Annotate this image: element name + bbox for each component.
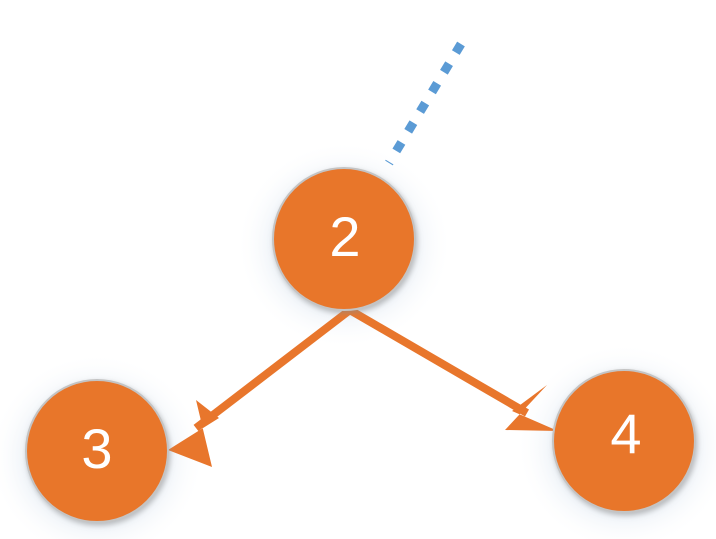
edge-incoming-dashed[interactable]: [385, 41, 465, 166]
node-4[interactable]: 4: [552, 369, 696, 513]
node-3[interactable]: 3: [25, 379, 169, 523]
node-3-circle: [25, 379, 169, 523]
edge-2-to-3[interactable]: [168, 306, 353, 467]
node-2-label: 2: [329, 205, 360, 268]
edge-2-to-3-line: [193, 306, 353, 432]
edge-2-to-3-arrowhead: [168, 400, 219, 467]
node-4-label: 4: [610, 402, 641, 465]
node-4-circle: [552, 369, 696, 513]
edge-2-to-4-arrowhead: [505, 385, 558, 431]
node-2-circle: [272, 167, 416, 311]
node-3-label: 3: [81, 417, 112, 480]
edge-2-to-4[interactable]: [345, 305, 558, 431]
dashed-edge-line: [385, 41, 465, 166]
edge-2-to-4-line: [345, 305, 530, 417]
node-2[interactable]: 2: [272, 167, 416, 311]
